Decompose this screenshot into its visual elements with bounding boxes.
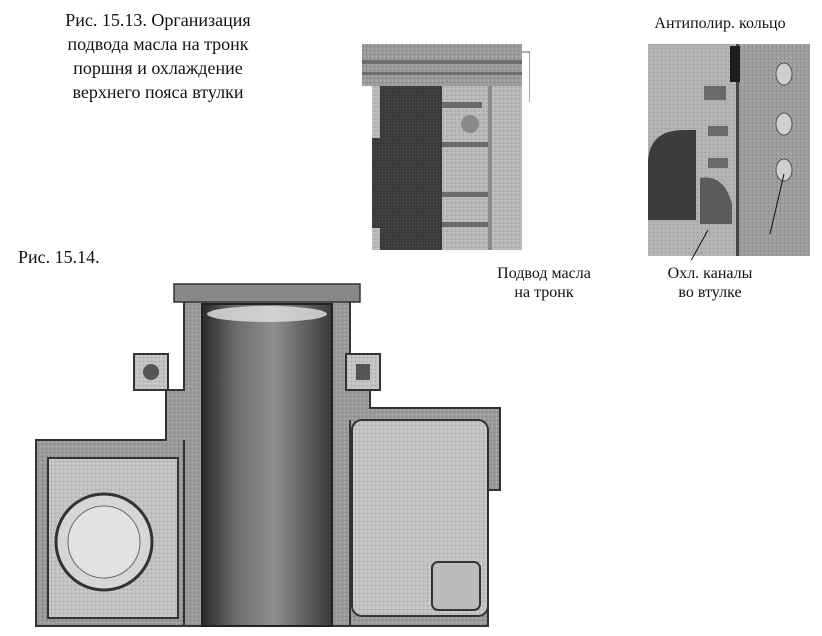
figure-15-14-caption: Рис. 15.14. — [18, 247, 100, 267]
cylinder-block-section-image — [35, 283, 501, 627]
caption-line: верхнего пояса втулки — [72, 82, 244, 102]
oil-supply-label: Подвод масла на тронк — [497, 265, 591, 301]
liner-cooling-channels-image — [648, 44, 810, 260]
caption-line: подвода масла на тронк — [67, 34, 249, 54]
caption-line: Рис. 15.13. Организация — [65, 10, 251, 30]
cooling-channels-label: Охл. каналы во втулке — [667, 265, 753, 301]
antipolishing-ring-label: Антиполир. кольцо — [654, 15, 786, 32]
caption-line: поршня и охлаждение — [73, 58, 243, 78]
figure-15-13-caption: Рис. 15.13. Организация подвода масла на… — [8, 8, 308, 104]
piston-liner-section-image — [362, 44, 530, 250]
